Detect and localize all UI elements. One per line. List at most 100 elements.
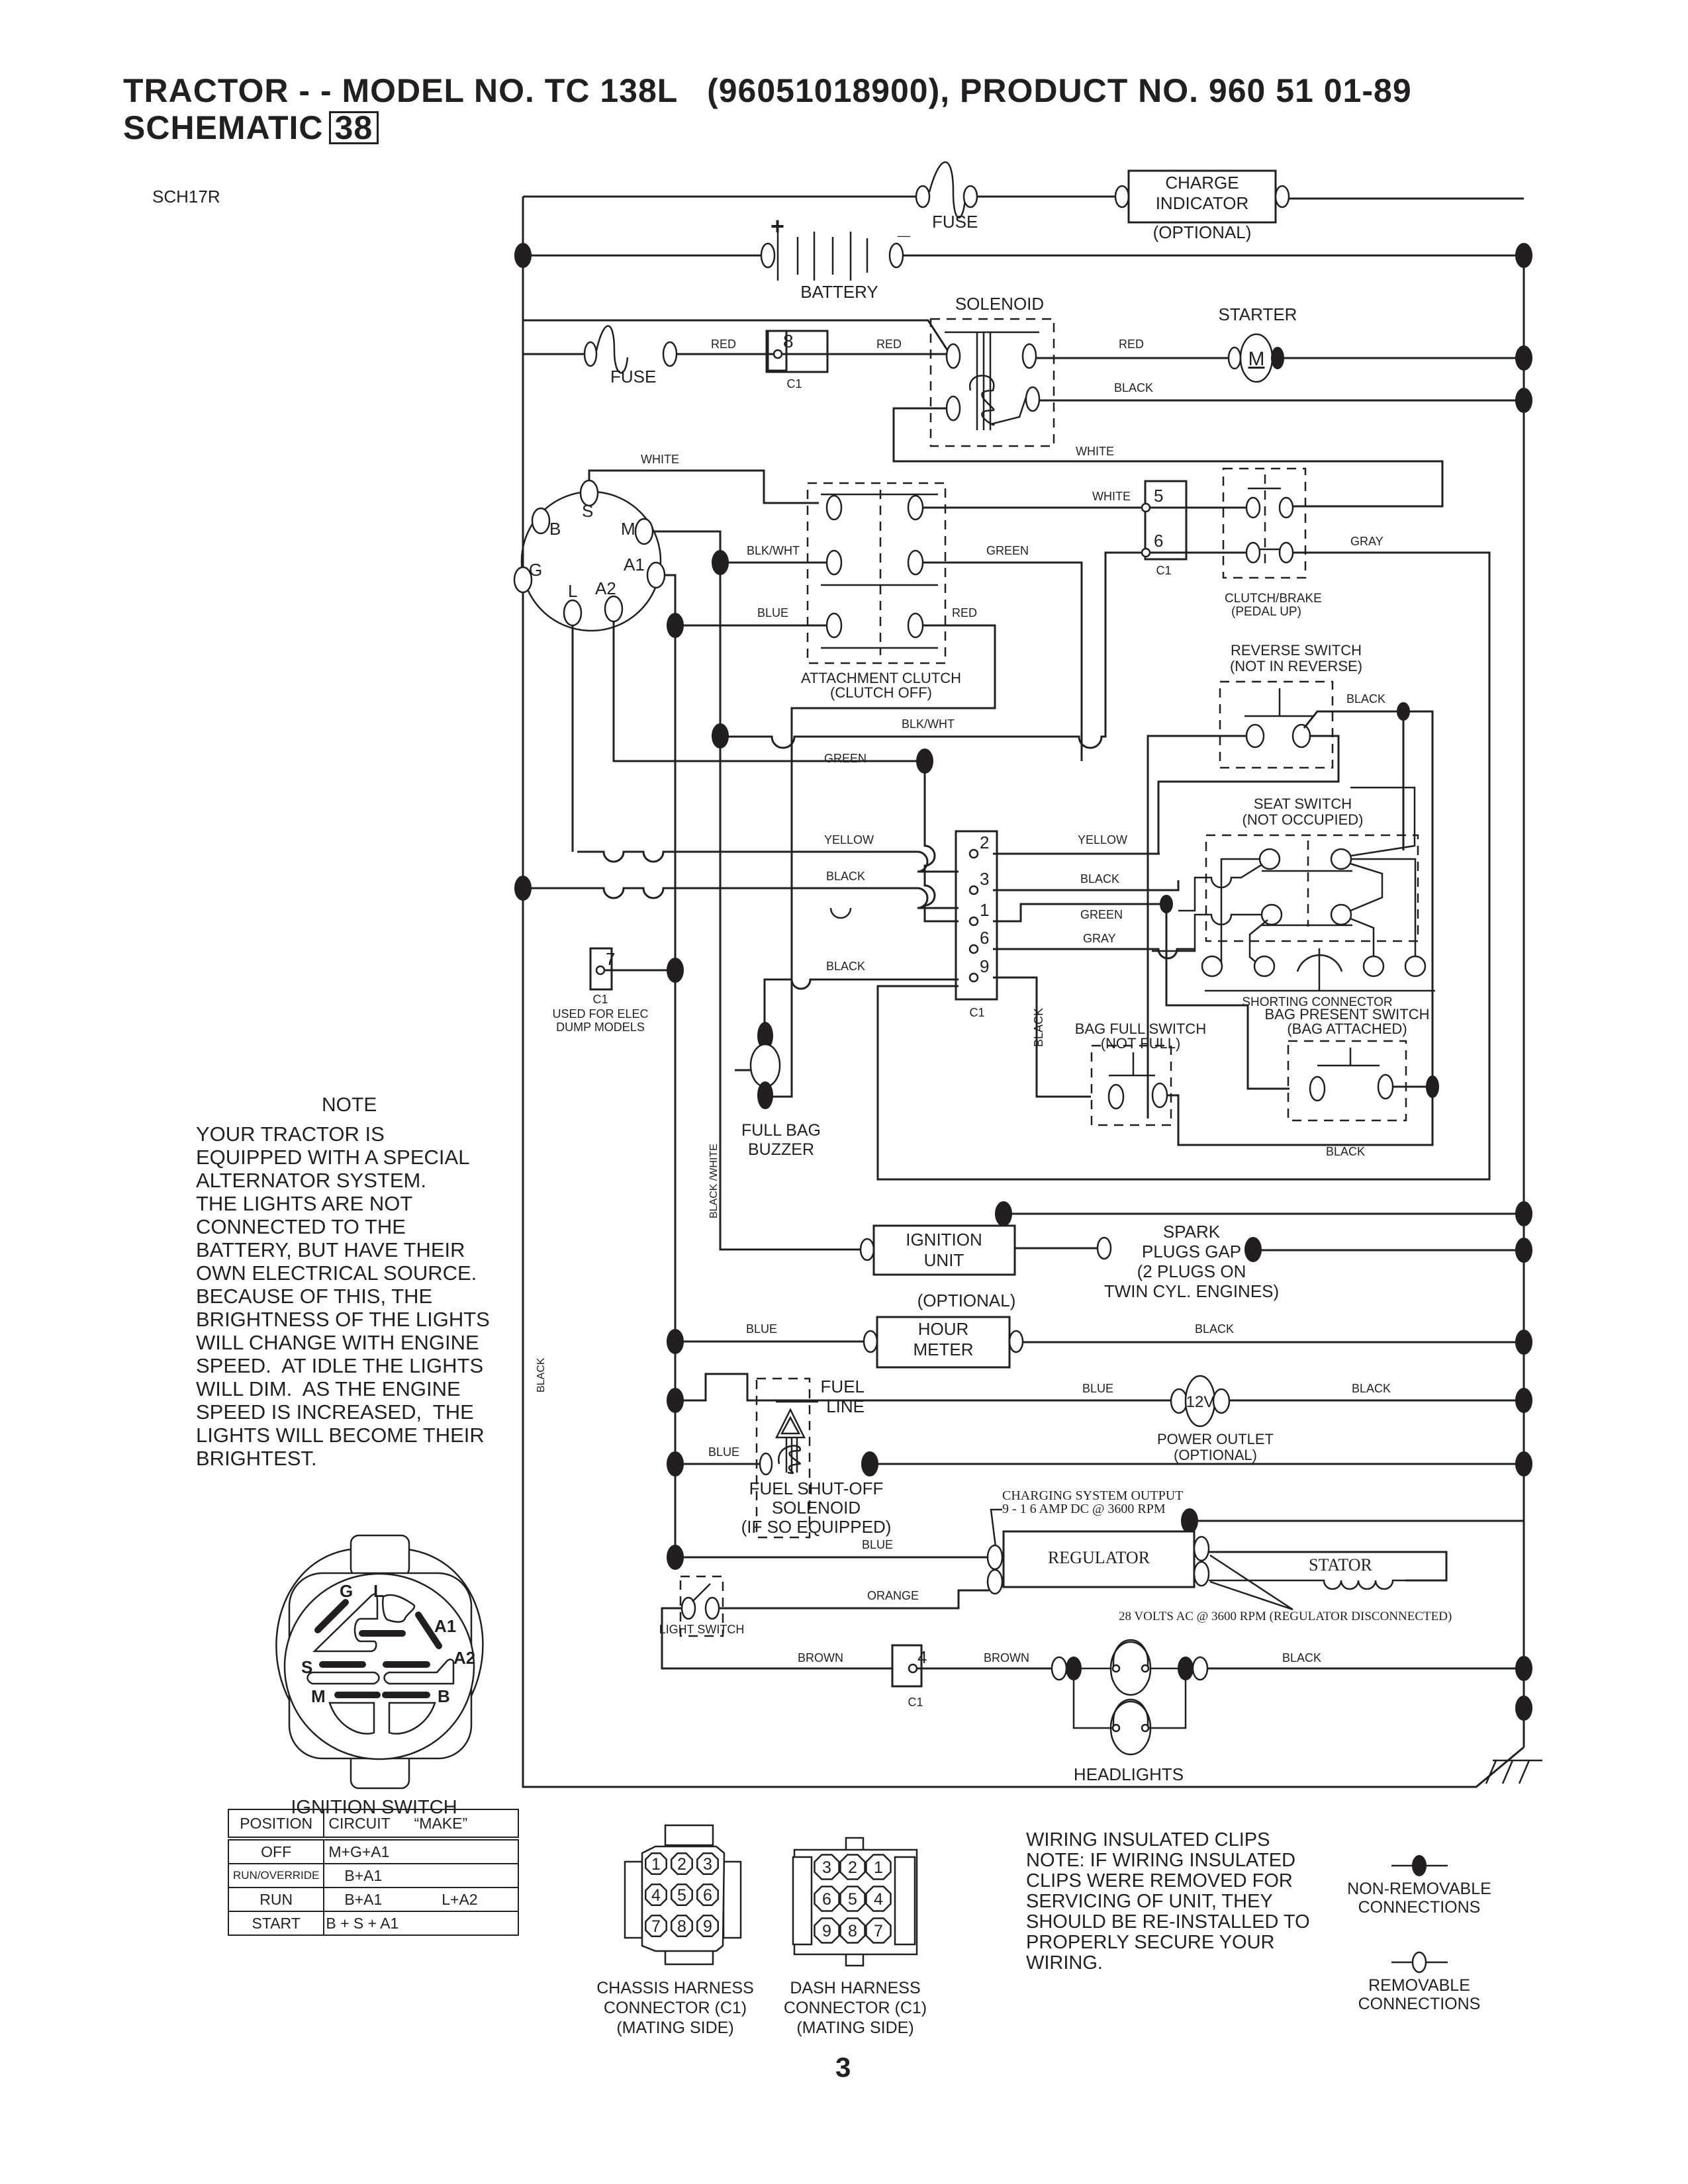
table-header-circuit: CIRCUIT“MAKE” <box>323 1809 519 1841</box>
circuit-header-text: CIRCUIT <box>328 1814 391 1832</box>
fuel-line-label-2: LINE <box>826 1396 865 1416</box>
c1-pin <box>1141 502 1151 513</box>
spark-plugs-label-3: (2 PLUGS ON <box>1137 1261 1246 1281</box>
headlight-terminal <box>1051 1656 1068 1681</box>
wire-label-black: BLACK <box>826 870 865 883</box>
junction-dot <box>1244 1237 1262 1262</box>
schematic-label: SCHEMATIC <box>123 109 324 146</box>
wire-label-black: BLACK <box>1352 1382 1391 1395</box>
solenoid-terminal <box>945 343 961 369</box>
circuit-cell: B+A1 <box>323 1863 519 1888</box>
wire-left-fuse <box>522 353 585 505</box>
wire-label-black: BLACK <box>826 960 865 973</box>
spark-plug-terminal <box>1096 1236 1112 1260</box>
wire-label-red: RED <box>711 338 736 351</box>
ignition-terminal-l <box>563 599 583 627</box>
headlights-label: HEADLIGHTS <box>1074 1764 1184 1784</box>
battery-terminal-neg <box>888 242 904 269</box>
stator-label: STATOR <box>1309 1555 1372 1574</box>
fuel-shutoff-label-1: FUEL SHUT-OFF <box>749 1479 884 1498</box>
c1-pin <box>968 885 979 895</box>
hour-meter-terminal <box>863 1330 878 1353</box>
ignition-face-label-a2: A2 <box>453 1648 475 1668</box>
position-cell: OFF <box>227 1838 325 1864</box>
wire-label-black-white: BLACK /WHITE <box>708 1144 720 1218</box>
charging-output-label-2: 9 - 1 6 AMP DC @ 3600 RPM <box>1002 1502 1166 1516</box>
wire-label-white: WHITE <box>1076 445 1114 458</box>
charging-output-arrow <box>990 1508 1002 1553</box>
hour-meter-box <box>876 1316 1011 1369</box>
shorting-terminal <box>1362 955 1385 978</box>
wire-gray <box>876 551 1491 1181</box>
fuse-left-label: FUSE <box>610 367 656 387</box>
c1-pin <box>968 848 979 859</box>
clutch-terminal <box>907 612 924 639</box>
connector-pin <box>865 1917 892 1944</box>
wire-label-gray: GRAY <box>1083 932 1116 945</box>
light-switch-lever-icon <box>692 1583 711 1602</box>
wire-label-black: BLACK <box>1032 1008 1045 1047</box>
note-body: YOUR TRACTOR IS EQUIPPED WITH A SPECIAL … <box>196 1122 490 1470</box>
junction-dot <box>1515 345 1532 371</box>
ignition-unit-box <box>872 1224 1016 1276</box>
wire-label-red: RED <box>1119 338 1144 351</box>
hour-meter-optional: (OPTIONAL) <box>917 1291 1016 1310</box>
wire-label-green: GREEN <box>824 752 867 765</box>
c1-pin <box>595 965 606 976</box>
clutch-terminal <box>825 549 843 576</box>
solenoid-terminal <box>1021 343 1037 369</box>
connector-pin <box>814 1886 840 1912</box>
wire-white-solenoid <box>892 407 1444 508</box>
c1-pin-8: 8 <box>783 331 794 351</box>
bag-present-terminal <box>1309 1075 1326 1102</box>
regulator-box <box>1002 1530 1196 1588</box>
fuse-top-icon <box>915 161 978 219</box>
c1-label: C1 <box>786 377 802 390</box>
dash-connector-label-2: CONNECTOR (C1) <box>784 1999 927 2017</box>
c1-label: C1 <box>969 1006 984 1019</box>
power-outlet-terminal <box>1170 1388 1188 1414</box>
bag-present-terminal <box>1377 1073 1394 1100</box>
full-bag-buzzer-label-1: FULL BAG <box>741 1121 821 1140</box>
junction-dot <box>1515 1201 1532 1226</box>
wire-battery-solenoid <box>523 319 953 357</box>
wire-label-blue: BLUE <box>862 1538 893 1551</box>
c1-label: C1 <box>592 993 608 1006</box>
c1-pin <box>968 944 979 954</box>
full-bag-buzzer-icon <box>749 1043 781 1088</box>
ground-rail-left <box>522 197 1524 1788</box>
starter-motor-symbol: M <box>1248 348 1265 370</box>
connector-pin <box>645 1884 667 1906</box>
table-header-row: POSITION CIRCUIT“MAKE” <box>227 1809 519 1841</box>
connector-pin <box>671 1884 693 1906</box>
charge-indicator-terminal <box>1114 185 1130 208</box>
ignition-label-a1: A1 <box>624 555 645 574</box>
regulator-terminal <box>986 1544 1004 1570</box>
reverse-switch-terminal <box>1291 723 1311 749</box>
connector-pin <box>865 1854 892 1880</box>
connector-pin-label: 3 <box>822 1858 831 1877</box>
charge-indicator-label-2: INDICATOR <box>1156 193 1249 213</box>
wire-label-blk-wht: BLK/WHT <box>902 717 955 731</box>
connector-pin-label: 4 <box>874 1890 883 1909</box>
clutch-terminal <box>825 494 843 521</box>
wire-reverse-black <box>1303 710 1405 850</box>
charging-output-label-1: CHARGING SYSTEM OUTPUT <box>1002 1488 1183 1503</box>
c1-pin-3: 3 <box>980 869 989 889</box>
bag-full-switch-label-2: (NOT FULL) <box>1101 1035 1181 1052</box>
non-removable-connection-icon <box>1412 1855 1427 1876</box>
ignition-label-m: M <box>621 519 635 539</box>
spark-plugs-label-4: TWIN CYL. ENGINES) <box>1104 1281 1279 1301</box>
connector-pin <box>839 1886 866 1912</box>
ignition-terminal-b <box>531 507 551 535</box>
solenoid-icon <box>945 331 1039 430</box>
wire-green-bag <box>1165 904 1289 1090</box>
table-row: OFF M+G+A1 <box>227 1838 519 1864</box>
wire-label-black: BLACK <box>1080 872 1119 886</box>
connector-pin-label: 7 <box>651 1917 661 1936</box>
junction-dot <box>1515 1330 1532 1355</box>
fuel-shutoff-terminal <box>759 1452 773 1476</box>
charge-indicator-box <box>1127 169 1277 224</box>
bag-full-terminal <box>1151 1082 1168 1109</box>
wire-label-blue: BLUE <box>708 1445 739 1459</box>
